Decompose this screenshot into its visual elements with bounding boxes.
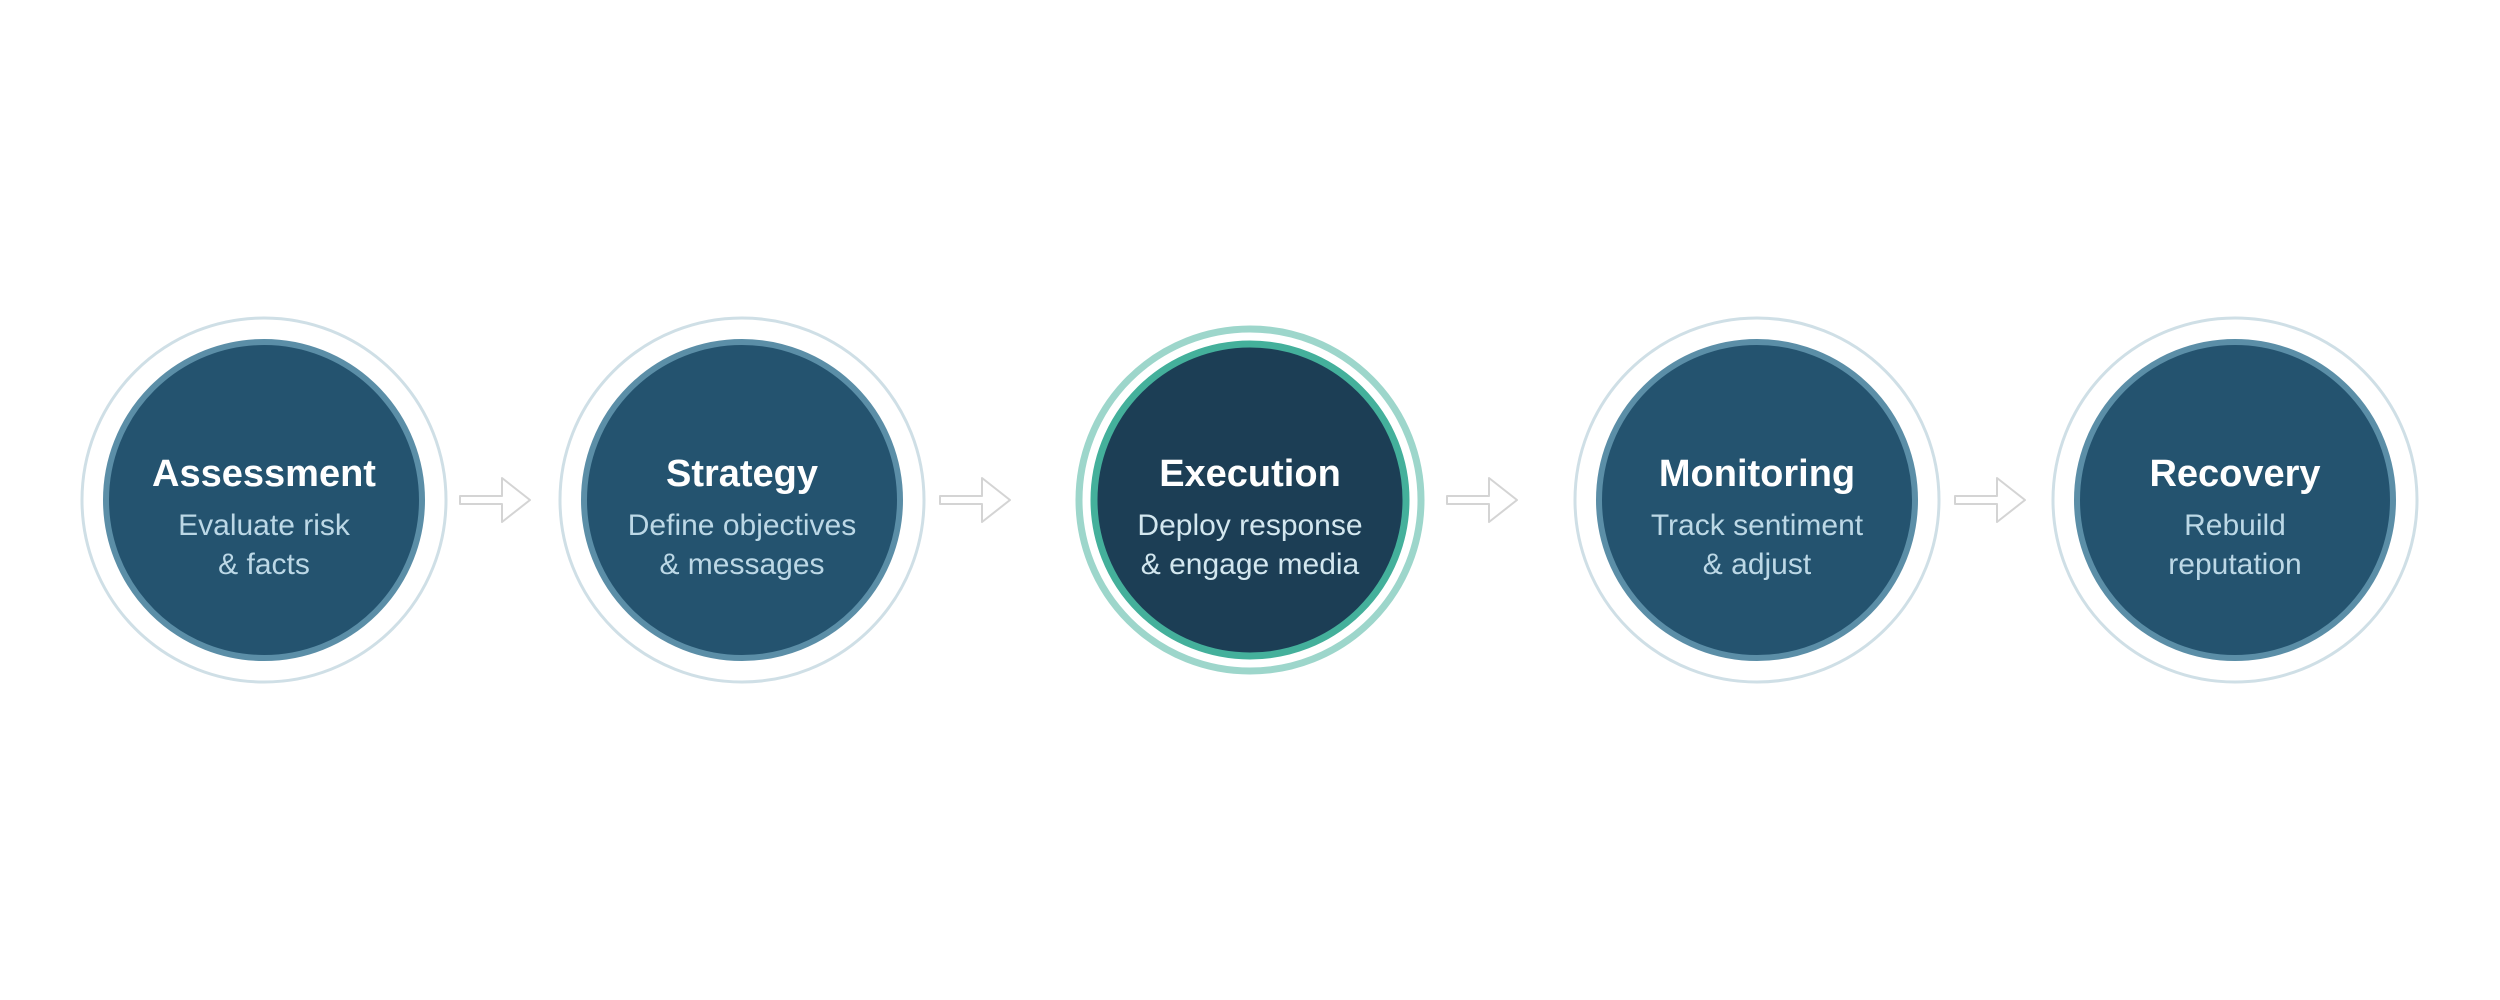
flow-arrow-shape bbox=[1954, 477, 2026, 523]
step-description-line: Track sentiment bbox=[1651, 509, 1864, 542]
flow-arrow-shape bbox=[1446, 477, 1518, 523]
step-description-line: & messages bbox=[659, 548, 824, 581]
step-description-line: reputation bbox=[2168, 548, 2301, 581]
step-description-line: & adjust bbox=[1703, 548, 1812, 581]
step-outer-ring bbox=[1573, 316, 1941, 684]
step-circle bbox=[581, 339, 903, 661]
step-circle bbox=[103, 339, 425, 661]
step-description-line: Define objectives bbox=[628, 509, 856, 542]
step-description-line: Deploy response bbox=[1137, 509, 1362, 542]
step-outer-ring bbox=[558, 316, 926, 684]
step-title: Recovery bbox=[2149, 453, 2320, 495]
flow-arrow-icon bbox=[939, 477, 1011, 523]
step-title: Strategy bbox=[666, 453, 818, 495]
step-title: Monitoring bbox=[1659, 453, 1855, 495]
step-description-line: Evaluate risk bbox=[178, 509, 351, 542]
step-description-line: & facts bbox=[218, 548, 310, 581]
step-title: Assessment bbox=[152, 453, 376, 495]
step-description-line: Rebuild bbox=[2184, 509, 2286, 542]
step-description-line: & engage media bbox=[1141, 548, 1360, 581]
flow-arrow-icon bbox=[459, 477, 531, 523]
flow-arrow-icon bbox=[1446, 477, 1518, 523]
step-outer-ring bbox=[2051, 316, 2419, 684]
step-circle bbox=[2074, 339, 2396, 661]
flow-arrow-icon bbox=[1954, 477, 2026, 523]
flow-arrow-shape bbox=[939, 477, 1011, 523]
step-circle bbox=[1090, 340, 1410, 660]
step-title: Execution bbox=[1159, 453, 1341, 495]
step-circle bbox=[1596, 339, 1918, 661]
step-outer-ring bbox=[1075, 325, 1425, 675]
flow-arrow-shape bbox=[459, 477, 531, 523]
step-outer-ring bbox=[80, 316, 448, 684]
arrows-layer bbox=[459, 477, 2026, 523]
